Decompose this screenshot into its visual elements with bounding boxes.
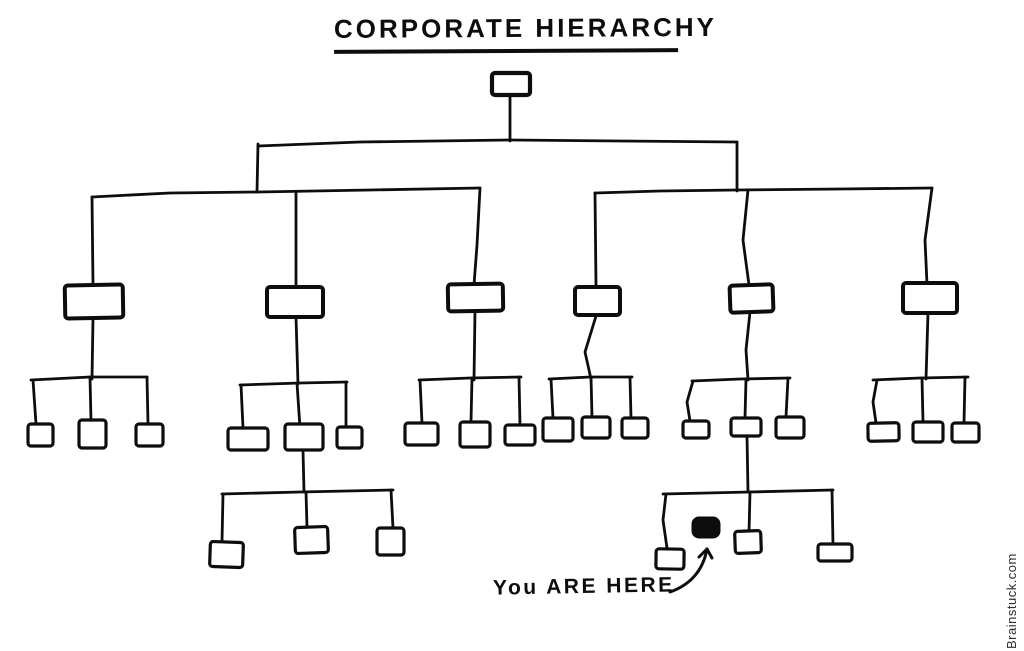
connector-line: [304, 490, 309, 529]
org-node-box: [911, 420, 945, 444]
org-node-box: [541, 416, 575, 443]
org-node-box: [62, 282, 126, 321]
connector-line: [743, 377, 748, 420]
connector-line: [469, 376, 474, 424]
arrowhead-barb: [697, 547, 709, 559]
org-node-box: [503, 423, 537, 447]
connector-line: [294, 315, 300, 386]
org-node-box: [458, 420, 492, 449]
connector-line: [923, 186, 934, 286]
you-are-here-label: You ARE HERE: [492, 573, 675, 600]
org-node-box: [729, 416, 763, 438]
connector-line: [920, 376, 925, 424]
org-node-box: [950, 421, 981, 444]
org-node-box: [727, 282, 776, 315]
connector-line: [389, 488, 395, 530]
connector-line: [628, 375, 633, 420]
connector-line: [220, 492, 225, 544]
connector-line: [583, 314, 598, 381]
connector-line: [220, 488, 395, 496]
connector-line: [301, 448, 306, 494]
connector-line: [830, 488, 835, 547]
connector-line: [741, 188, 751, 287]
org-node-box: [733, 529, 763, 555]
connector-line: [871, 375, 970, 382]
connector-line: [517, 375, 522, 427]
org-node-box: [134, 422, 165, 448]
connector-line: [661, 492, 669, 550]
org-node-box: [654, 547, 686, 571]
connector-line: [747, 490, 752, 535]
org-node-box: [265, 285, 325, 319]
root-box: [489, 70, 533, 98]
org-node-box: [681, 419, 711, 440]
connector-line: [871, 378, 879, 425]
connector-line: [685, 379, 695, 423]
connector-line: [593, 191, 598, 288]
connector-line: [962, 375, 967, 425]
org-node-box: [26, 422, 55, 448]
connector-line: [239, 383, 245, 430]
connector-line: [31, 378, 38, 426]
connector-line: [593, 186, 934, 195]
connector-line: [145, 375, 150, 426]
connector-line: [238, 380, 349, 387]
org-node-box: [573, 285, 622, 317]
org-node-box: [375, 526, 406, 557]
connector-line: [90, 186, 482, 199]
connector-line: [924, 311, 930, 381]
connector-line: [784, 376, 790, 419]
connector-line: [255, 142, 260, 194]
connector-line: [88, 375, 93, 423]
connector-line: [417, 375, 523, 382]
page-title: CORPORATE HIERARCHY: [333, 12, 717, 54]
you-are-here-arrow: [668, 547, 709, 594]
connector-line: [90, 316, 95, 381]
connector-line: [745, 434, 750, 494]
org-node-box: [620, 416, 650, 440]
org-node-box: [77, 418, 108, 450]
org-node-box: [335, 425, 364, 450]
connector-line: [589, 375, 594, 419]
org-node-box: [208, 539, 245, 570]
org-node-box: [445, 281, 506, 314]
connector-line: [690, 376, 792, 383]
you-are-here-box: [691, 516, 721, 539]
credit-watermark: Brainstuck.com: [1004, 553, 1019, 649]
connector-line: [549, 377, 555, 420]
connector-line: [744, 310, 752, 382]
org-node-box: [283, 422, 325, 452]
org-node-box: [866, 421, 901, 443]
org-node-box: [293, 524, 330, 556]
connector-line: [295, 381, 302, 430]
org-node-box: [403, 421, 440, 447]
org-node-box: [816, 542, 854, 563]
connector-line: [418, 378, 424, 425]
arrowhead-barb: [705, 547, 714, 560]
org-node-box: [226, 426, 270, 452]
org-node-box: [580, 415, 612, 440]
connector-line: [472, 309, 477, 382]
org-node-box: [774, 415, 806, 440]
org-node-box: [901, 281, 959, 315]
connector-line: [256, 138, 739, 148]
connector-line: [90, 195, 95, 287]
connector-line: [472, 186, 482, 287]
